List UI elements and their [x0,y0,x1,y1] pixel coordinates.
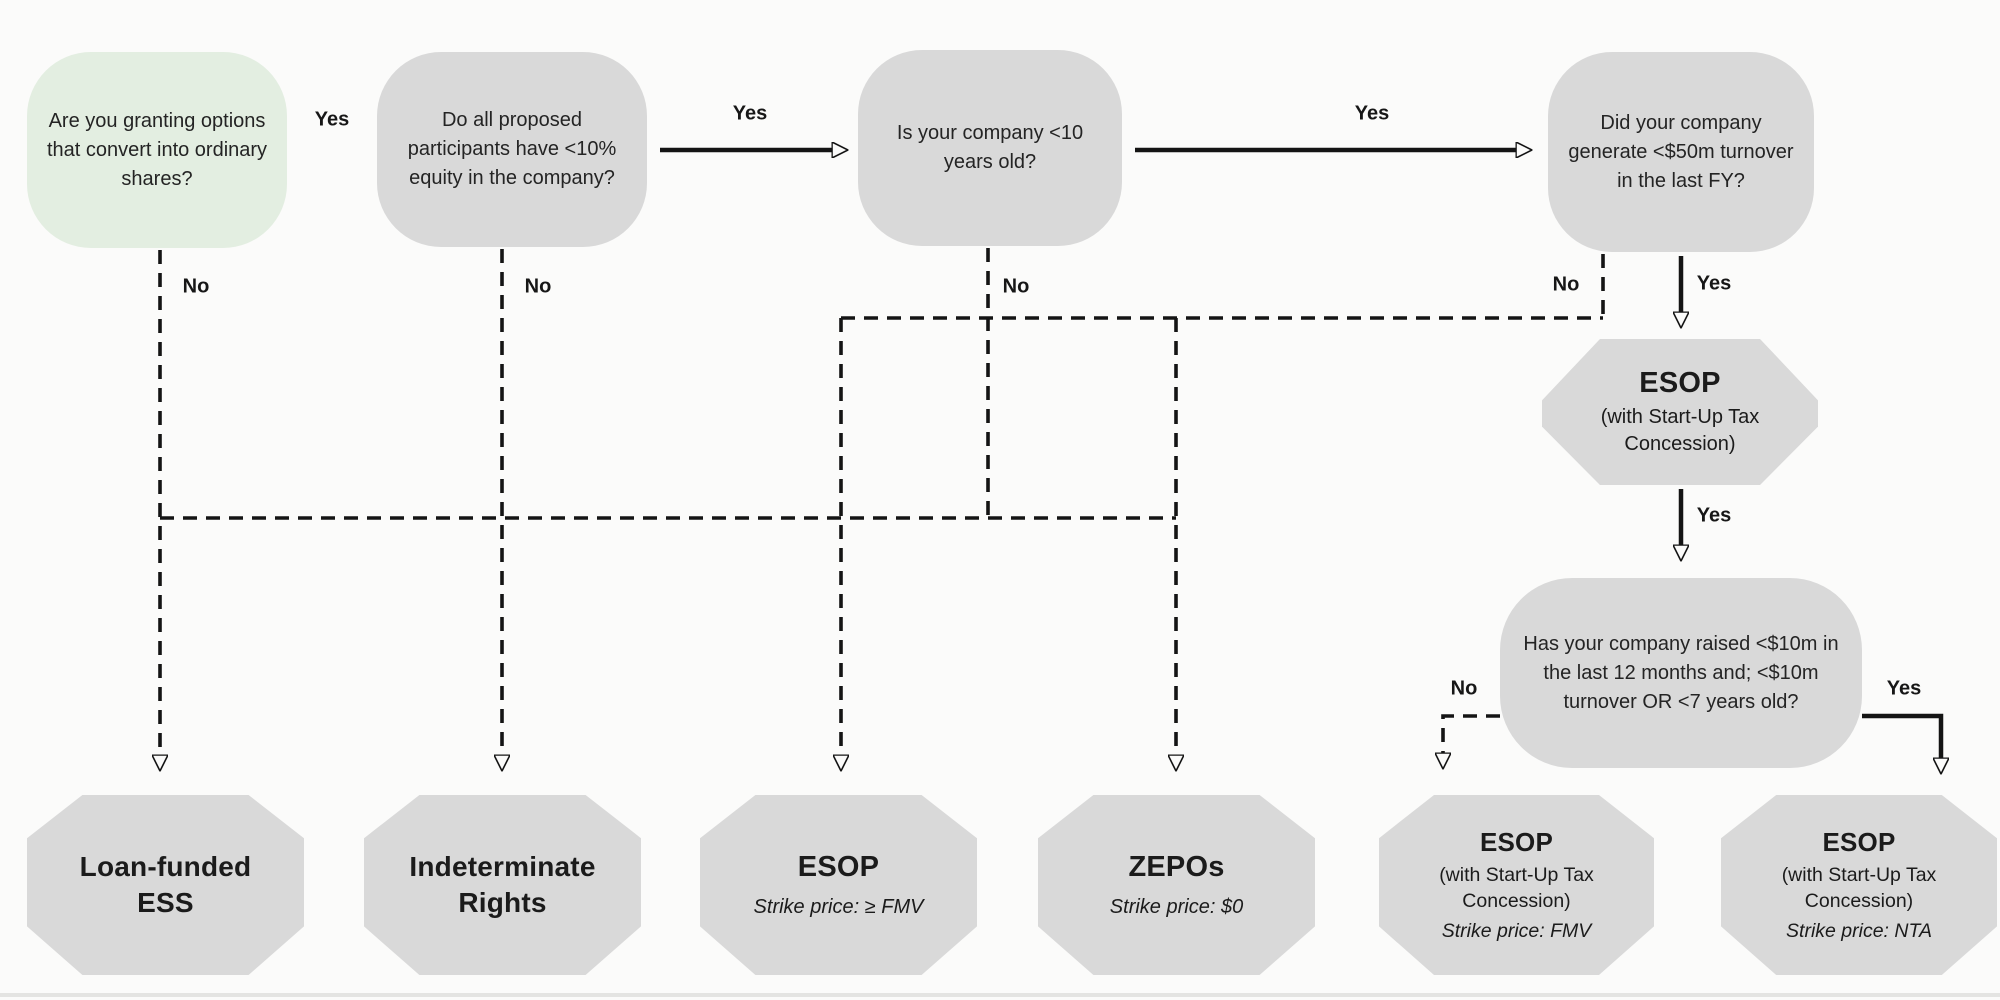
outcome-title: Indeterminate Rights [409,850,596,918]
outcome-strike-price: Strike price: ≥ FMV [753,896,924,918]
outcome-esop-strike-nta: ESOP (with Start-Up Tax Concession) Stri… [1721,795,1997,975]
outcome-title: ESOP [1639,366,1721,399]
question-turnover-50m: Did your company generate <$50m turnover… [1548,52,1814,252]
label-q3-yes: Yes [1354,102,1390,125]
outcome-subtitle: (with Start-Up Tax Concession) [1439,863,1594,912]
label-esop-startup-yes: Yes [1696,504,1732,527]
question-participants-equity: Do all proposed participants have <10% e… [377,52,647,247]
outcome-strike-price: Strike price: NTA [1786,920,1932,943]
question-raised-10m: Has your company raised <$10m in the las… [1500,578,1862,768]
question-convert-ordinary-shares: Are you granting options that convert in… [27,52,287,248]
outcome-zepos: ZEPOs Strike price: $0 [1038,795,1315,975]
bottom-divider-line [0,993,2000,997]
outcome-indeterminate-rights: Indeterminate Rights [364,795,641,975]
outcome-subtitle: (with Start-Up Tax Concession) [1781,863,1937,912]
edge-q5-no-arrow [1443,714,1500,753]
outcome-title: ESOP [1479,826,1554,857]
label-q1-no: No [182,275,210,298]
outcome-title: ESOP [1822,826,1896,857]
label-q4-yes: Yes [1696,272,1732,295]
label-q1-yes: Yes [314,108,350,131]
outcome-loan-funded-ess: Loan-funded ESS [27,795,304,975]
question-text: Is your company <10 years old? [896,122,1084,173]
outcome-esop-strike-fmv: ESOP (with Start-Up Tax Concession) Stri… [1379,795,1654,975]
outcome-title: ESOP [797,851,880,883]
label-q4-no: No [1552,273,1580,296]
outcome-strike-price: Strike price: $0 [1109,896,1244,918]
question-company-age: Is your company <10 years old? [858,50,1122,246]
label-q5-no: No [1450,677,1478,700]
outcome-esop-gte-fmv: ESOP Strike price: ≥ FMV [700,795,977,975]
question-text: Do all proposed participants have <10% e… [407,109,617,189]
label-q2-yes: Yes [732,102,768,125]
outcome-strike-price: Strike price: FMV [1441,920,1592,943]
question-text: Are you granting options that convert in… [46,109,268,190]
edge-q5-yes-arrow [1862,713,1941,758]
question-text: Did your company generate <$50m turnover… [1568,111,1794,192]
label-q2-no: No [524,275,552,298]
question-text: Has your company raised <$10m in the las… [1523,632,1839,713]
outcome-esop-startup-concession: ESOP (with Start-Up Tax Concession) [1542,339,1818,485]
outcome-subtitle: (with Start-Up Tax Concession) [1600,405,1760,455]
outcome-title: ZEPOs [1128,851,1225,883]
label-q5-yes: Yes [1886,677,1922,700]
label-q3-no: No [1002,275,1030,298]
outcome-title: Loan-funded ESS [79,850,252,918]
